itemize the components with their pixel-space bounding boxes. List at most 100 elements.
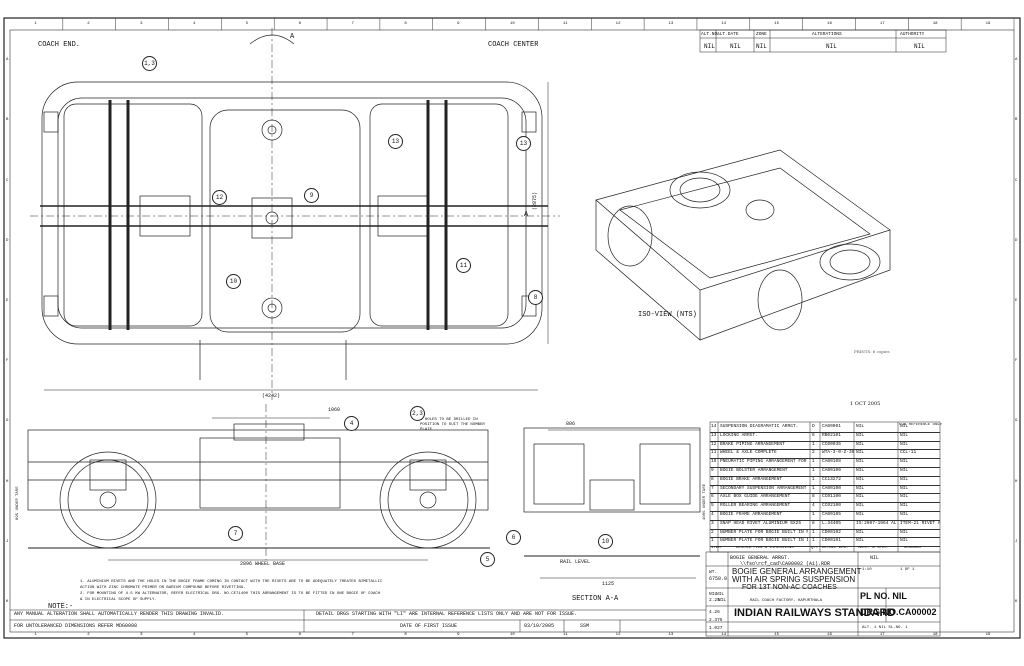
alt-value-zone: NIL [756,43,767,50]
parts-cell-qty: 1 [812,441,815,447]
alt-header-zone: ZONE [756,32,767,37]
grid-row-G-right: G [1015,419,1018,424]
parts-cell-qty: 8 [812,494,815,500]
parts-cell-qty: 1 [812,459,815,465]
parts-row-divider [710,467,940,468]
alteration-table [699,29,947,53]
parts-cell-desc: BRAKE PIPING ARRANGEMENT [720,441,785,447]
pl-number: PL NO. NIL [860,591,907,601]
parts-cell-qty: 4 [812,503,815,509]
item-balloon: 12 [212,190,227,205]
grid-col-16-top: 16 [827,22,832,26]
grid-row-A-left: A [6,58,9,63]
grid-col-8-top: 8 [404,22,407,26]
plan-view [30,28,560,400]
assembly-row: BOGIE GENERAL ARRGT. [730,555,791,561]
parts-row-divider [710,511,940,512]
parts-cell-qty: 1 [812,476,815,482]
grid-row-C-right: C [1015,178,1018,183]
sheet-number: 1 OF 1 [900,568,915,572]
left-col-0: NIL [709,592,718,597]
parts-row-divider [710,484,940,486]
grid-row-H-left: H [6,479,9,484]
parts-cell-qty: 1 [812,485,815,491]
parts-header-desc: DESCRIPTION & DIMENSIONS [736,546,794,550]
parts-cell-alt: NIL [856,424,865,429]
grid-row-B-right: B [1015,118,1018,123]
grid-col-13-bottom: 13 [668,633,674,637]
side-view-frame [27,429,489,511]
iso-view-label: ISO-VIEW (NTS) [638,311,697,319]
parts-header-drg: DETAIL DRG. [822,546,849,550]
grid-col-11-top: 11 [562,22,568,26]
grid-row-K-left: K [6,599,9,604]
item-balloon: 6 [506,530,521,545]
item-balloon: 2,3 [410,406,425,421]
file-path: \\fso\rcf_cad\CA00002 (A1).RDR [740,561,831,567]
parts-row-divider [710,528,940,530]
parts-cell-ref: ITEM-21 RIVET AS PER PL [900,520,940,526]
item-balloon: 8 [528,290,543,305]
grid-row-E-right: E [1015,298,1018,303]
parts-cell-drg: CA00108 [822,459,841,465]
parts-cell-alt: NIL [856,512,865,517]
grid-ticks [62,18,1015,30]
parts-cell-drg: RB02101 [822,432,841,438]
alt-header-alterations: ALTERATIONS [812,32,842,37]
parts-cell-qty: 1 [812,512,815,517]
parts-cell-no: 9 [711,468,714,473]
grid-col-3-bottom: 3 [140,633,143,637]
grid-row-K-right: K [1015,599,1018,604]
item-balloon: 11 [456,258,471,273]
left-row-2: 1.027 [709,626,723,631]
parts-cell-no: 7 [711,485,714,491]
item-balloon: 4 [344,416,359,431]
parts-cell-drg: WTA-3-0-Z-301 [822,450,854,456]
parts-cell-desc: WHEEL & AXLE COMPLETE [720,450,777,456]
parts-row-divider [710,502,940,504]
dim-806: 806 [566,421,576,427]
title-line-3: FOR 13T NON-AC COACHES [742,584,837,591]
parts-cell-qty: 1 [812,468,815,473]
grid-col-5-top: 5 [245,22,249,26]
grid-col-5-bottom: 5 [245,633,249,637]
parts-cell-drg: CA00100 [822,485,841,491]
parts-cell-alt: NIL [856,450,865,456]
detail-drawings-note: DETAIL DRGS STARTING WITH "LI" ARE INTER… [316,611,578,617]
weight-label: WT. [709,570,718,575]
section-aa-label: SECTION A-A [572,595,619,603]
grid-col-8-bottom: 8 [404,633,407,637]
parts-cell-alt: IS:2907-1964 ALUMINIUM [856,520,896,526]
parts-cell-ref: NIL [900,512,909,517]
parts-cell-desc: NUMBER PLATE FOR BOGIE BUILT IN ICF [720,538,808,544]
parts-cell-drg: CA00001 [822,424,841,429]
title-line-1: BOGIE GENERAL ARRANGEMENT [732,567,862,576]
left-col-1: NIL [716,592,725,597]
grid-col-12-top: 12 [615,22,621,26]
grid-col-9-bottom: 9 [457,633,460,637]
parts-cell-drg: CC02100 [822,503,841,509]
dim-2896: 2896 WHEEL BASE [240,561,286,567]
grid-row-J-right: J [1015,539,1018,544]
title-block [705,551,941,637]
section-outline [523,427,701,513]
grid-row-J-left: J [6,539,9,544]
grid-col-3-top: 3 [140,22,143,26]
item-balloon: 5 [480,552,495,567]
dim-1060: 1060 [328,407,341,413]
grid-col-4-bottom: 4 [192,633,196,637]
parts-cell-desc: ROLLER BEARING ARRANGEMENT [720,503,791,509]
grid-col-19-bottom: 19 [985,633,991,637]
grid-row-D-right: D [1015,238,1018,243]
parts-row-divider [710,449,940,451]
grid-col-18-bottom: 18 [932,633,938,637]
parts-row-divider [710,475,940,477]
grid-row-G-left: G [6,419,9,424]
item-balloon: 10 [598,534,613,549]
alt-value-authority: NIL [914,43,925,50]
parts-cell-desc: SNAP HEAD RIVET ALUMINIUM 6X25 [720,520,802,526]
coach-center-label: COACH CENTER [488,41,539,49]
parts-cell-qty: 8 [812,520,815,526]
parts-cell-qty: D [812,424,815,429]
parts-row-divider [710,546,940,548]
